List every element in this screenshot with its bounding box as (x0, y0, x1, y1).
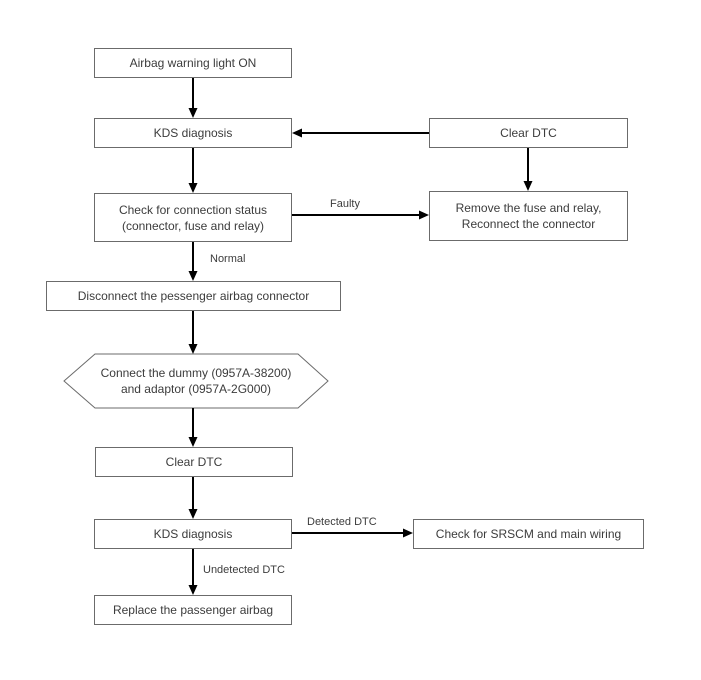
arrowhead-cleardtc-to-remove (523, 181, 533, 191)
node-check-srscm-label: Check for SRSCM and main wiring (435, 527, 622, 541)
node-remove-fuse-line2: Reconnect the connector (461, 217, 596, 231)
node-check-connection: Check for connection status (connector, … (94, 193, 292, 242)
node-clear-dtc-2-label: Clear DTC (165, 455, 223, 469)
node-disconnect-airbag: Disconnect the pessenger airbag connecto… (46, 281, 341, 311)
node-clear-dtc-2: Clear DTC (95, 447, 293, 477)
node-remove-fuse: Remove the fuse and relay, Reconnect the… (429, 191, 628, 241)
node-connect-dummy-line2: and adaptor (0957A-2G000) (120, 382, 272, 396)
arrowhead-cleardtc-to-kds (292, 128, 302, 138)
node-replace-airbag-label: Replace the passenger airbag (112, 603, 274, 617)
arrowhead-check-to-disconnect (188, 271, 198, 281)
node-kds-diagnosis-2-label: KDS diagnosis (153, 527, 233, 541)
hexagon-shape (63, 353, 329, 409)
node-check-connection-line1: Check for connection status (118, 202, 268, 217)
node-disconnect-airbag-label: Disconnect the pessenger airbag connecto… (77, 289, 310, 303)
node-replace-airbag: Replace the passenger airbag (94, 595, 292, 625)
arrowhead-disconnect-to-dummy (188, 344, 198, 354)
edge-label-normal: Normal (210, 253, 246, 265)
arrowhead-kds-to-check (188, 183, 198, 193)
node-connect-dummy: Connect the dummy (0957A-38200) and adap… (64, 354, 328, 408)
node-connect-dummy-line1: Connect the dummy (0957A-38200) (100, 366, 292, 380)
node-airbag-warning-label: Airbag warning light ON (129, 56, 257, 70)
node-clear-dtc-right-label: Clear DTC (500, 126, 557, 140)
arrowhead-kds2-to-srscm (403, 528, 413, 538)
node-kds-diagnosis-1-label: KDS diagnosis (153, 126, 233, 140)
edge-label-faulty: Faulty (330, 198, 360, 210)
node-remove-fuse-line1: Remove the fuse and relay, (455, 201, 602, 215)
edge-label-undetected-dtc: Undetected DTC (203, 564, 285, 576)
node-check-srscm: Check for SRSCM and main wiring (413, 519, 644, 549)
node-clear-dtc-right: Clear DTC (429, 118, 628, 148)
node-airbag-warning: Airbag warning light ON (94, 48, 292, 78)
arrowhead-check-to-remove (419, 210, 429, 220)
node-kds-diagnosis-2: KDS diagnosis (94, 519, 292, 549)
arrowhead-kds2-to-replace (188, 585, 198, 595)
node-check-connection-line2: (connector, fuse and relay) (121, 218, 265, 233)
arrowhead-dummy-to-cleardtc2 (188, 437, 198, 447)
edge-label-detected-dtc: Detected DTC (307, 516, 377, 528)
node-kds-diagnosis-1: KDS diagnosis (94, 118, 292, 148)
arrowhead-cleardtc2-to-kds2 (188, 509, 198, 519)
arrowhead-warning-to-kds (188, 108, 198, 118)
